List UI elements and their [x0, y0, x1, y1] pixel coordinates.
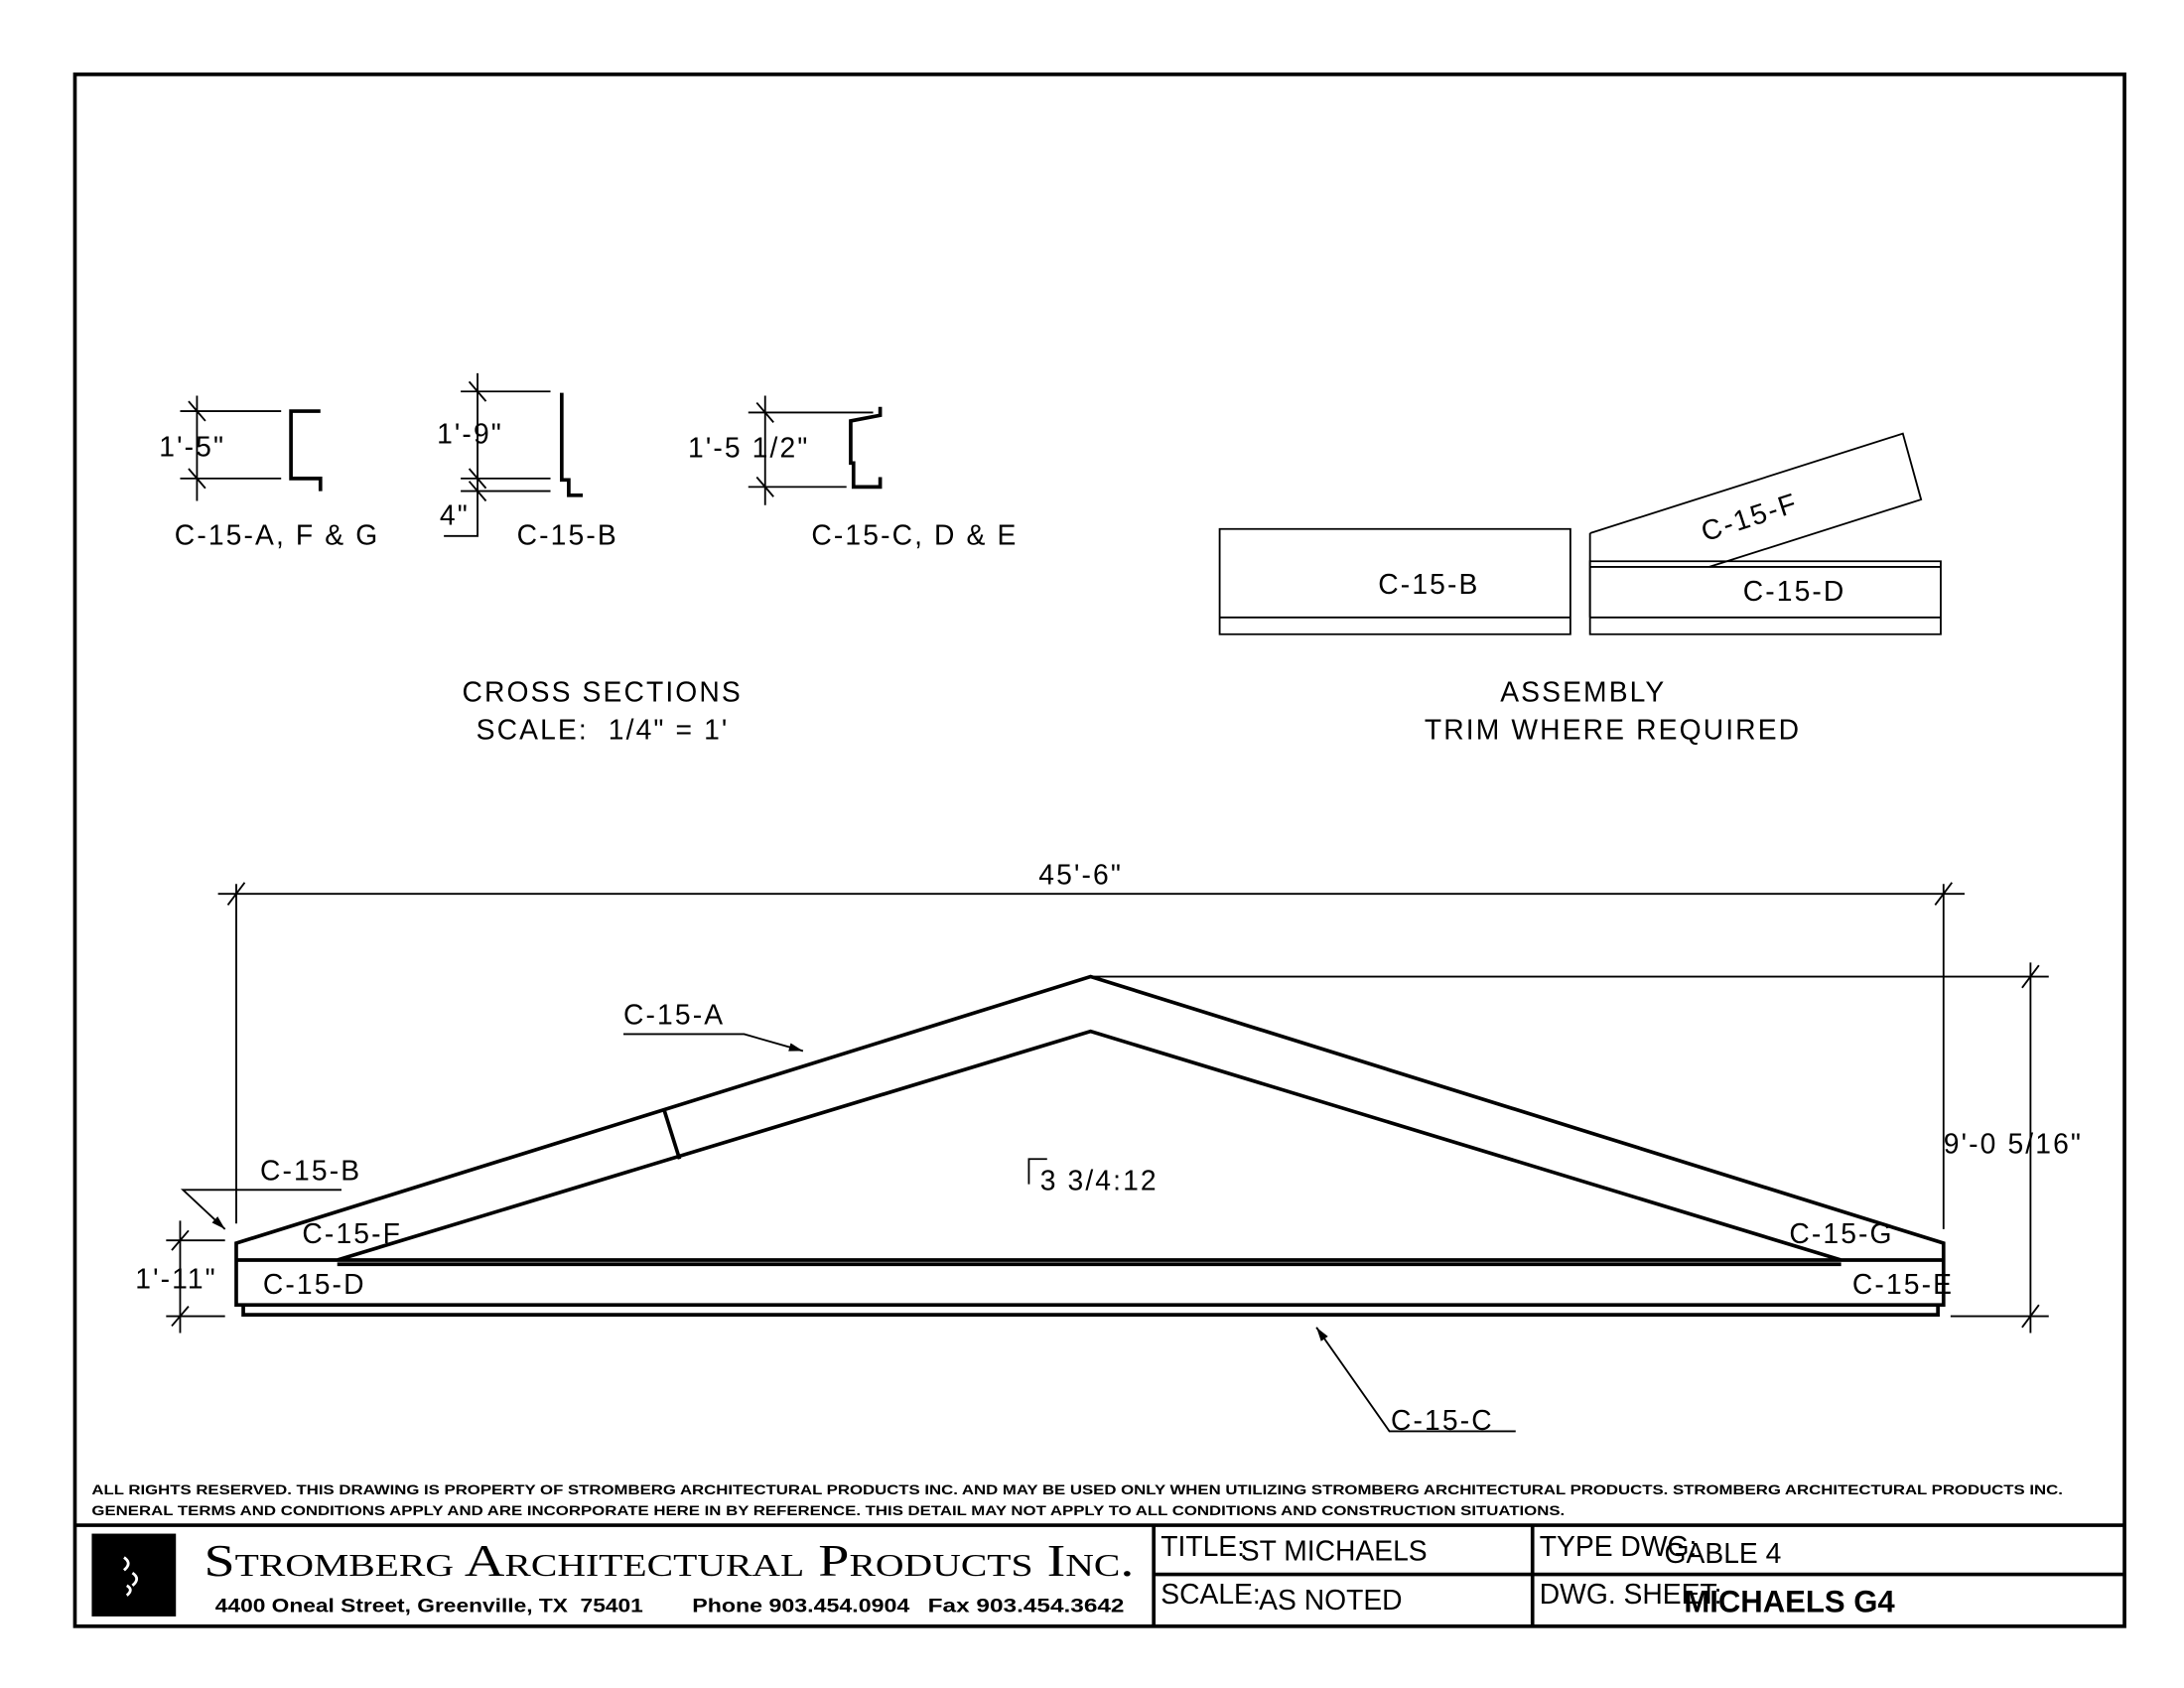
company-phone: Phone 903.454.0904 — [692, 1596, 909, 1618]
assembly-title: ASSEMBLY — [1500, 676, 1666, 708]
dim-peak-height: 9'-0 5/16" — [1944, 1128, 2083, 1160]
label-c15g: C-15-G — [1789, 1217, 1893, 1249]
cross-section-b: 1'-9" 4" C-15-B — [437, 372, 618, 550]
label-c15c: C-15-C — [1391, 1404, 1494, 1436]
assembly-label-d: C-15-D — [1743, 575, 1846, 607]
label-c15d: C-15-D — [263, 1268, 366, 1300]
dim-section-c: 1'-5 1/2" — [688, 432, 809, 464]
cross-sections-scale: SCALE: 1/4" = 1' — [477, 714, 730, 746]
dwg-sheet-value: MICHAELS G4 — [1684, 1585, 1895, 1619]
sheet-border — [72, 72, 2126, 1628]
gable-elevation: 45'-6" 9'-0 5/16" 1'-11" C-15-A C-15-B C… — [135, 858, 2083, 1436]
label-c15f: C-15-F — [302, 1217, 402, 1249]
logo-mark-icon — [122, 1556, 139, 1597]
assembly-label-f: C-15-F — [1698, 487, 1803, 548]
roof-pitch: 3 3/4:12 — [1040, 1164, 1159, 1196]
company-fax: Fax 903.454.3642 — [928, 1596, 1125, 1618]
cross-section-a: 1'-5" C-15-A, F & G — [159, 395, 380, 550]
cross-section-c: 1'-5 1/2" C-15-C, D & E — [688, 395, 1018, 550]
title-label: TITLE: — [1160, 1530, 1245, 1562]
company-address: 4400 Oneal Street, Greenville, TX 75401 — [215, 1596, 643, 1618]
label-c15e: C-15-E — [1852, 1268, 1954, 1300]
dim-end-height: 1'-11" — [135, 1262, 217, 1294]
disclaimer-line-2: GENERAL TERMS AND CONDITIONS APPLY AND A… — [91, 1502, 1565, 1518]
assembly-detail: C-15-B C-15-D C-15-F — [1218, 432, 1942, 635]
dim-section-b: 1'-9" — [437, 418, 503, 450]
type-dwg-label: TYPE DWG: — [1540, 1530, 1698, 1562]
label-section-c: C-15-C, D & E — [811, 518, 1018, 550]
pitch-symbol-icon — [1027, 1158, 1047, 1185]
company-name: Stromberg Architectural Products Inc. — [204, 1536, 1134, 1586]
type-dwg-value: GABLE 4 — [1665, 1537, 1782, 1569]
assembly-note: TRIM WHERE REQUIRED — [1425, 714, 1801, 746]
dim-overall-width: 45'-6" — [1038, 858, 1123, 890]
label-c15b: C-15-B — [260, 1154, 361, 1186]
assembly-label-b: C-15-B — [1378, 568, 1479, 600]
disclaimer-line-1: ALL RIGHTS RESERVED. THIS DRAWING IS PRO… — [91, 1481, 2062, 1497]
scale-label: SCALE: — [1160, 1578, 1261, 1610]
label-section-a: C-15-A, F & G — [175, 518, 380, 550]
dim-section-b-lip: 4" — [440, 499, 470, 531]
label-c15a: C-15-A — [623, 999, 725, 1031]
label-section-b: C-15-B — [517, 518, 618, 550]
cross-sections-title: CROSS SECTIONS — [463, 676, 743, 708]
title-value: ST MICHAELS — [1241, 1534, 1428, 1566]
dwg-sheet-label: DWG. SHEET: — [1540, 1578, 1722, 1610]
dim-section-a: 1'-5" — [159, 430, 225, 462]
title-block: Stromberg Architectural Products Inc. 44… — [74, 1523, 2125, 1626]
scale-value: AS NOTED — [1259, 1584, 1402, 1616]
